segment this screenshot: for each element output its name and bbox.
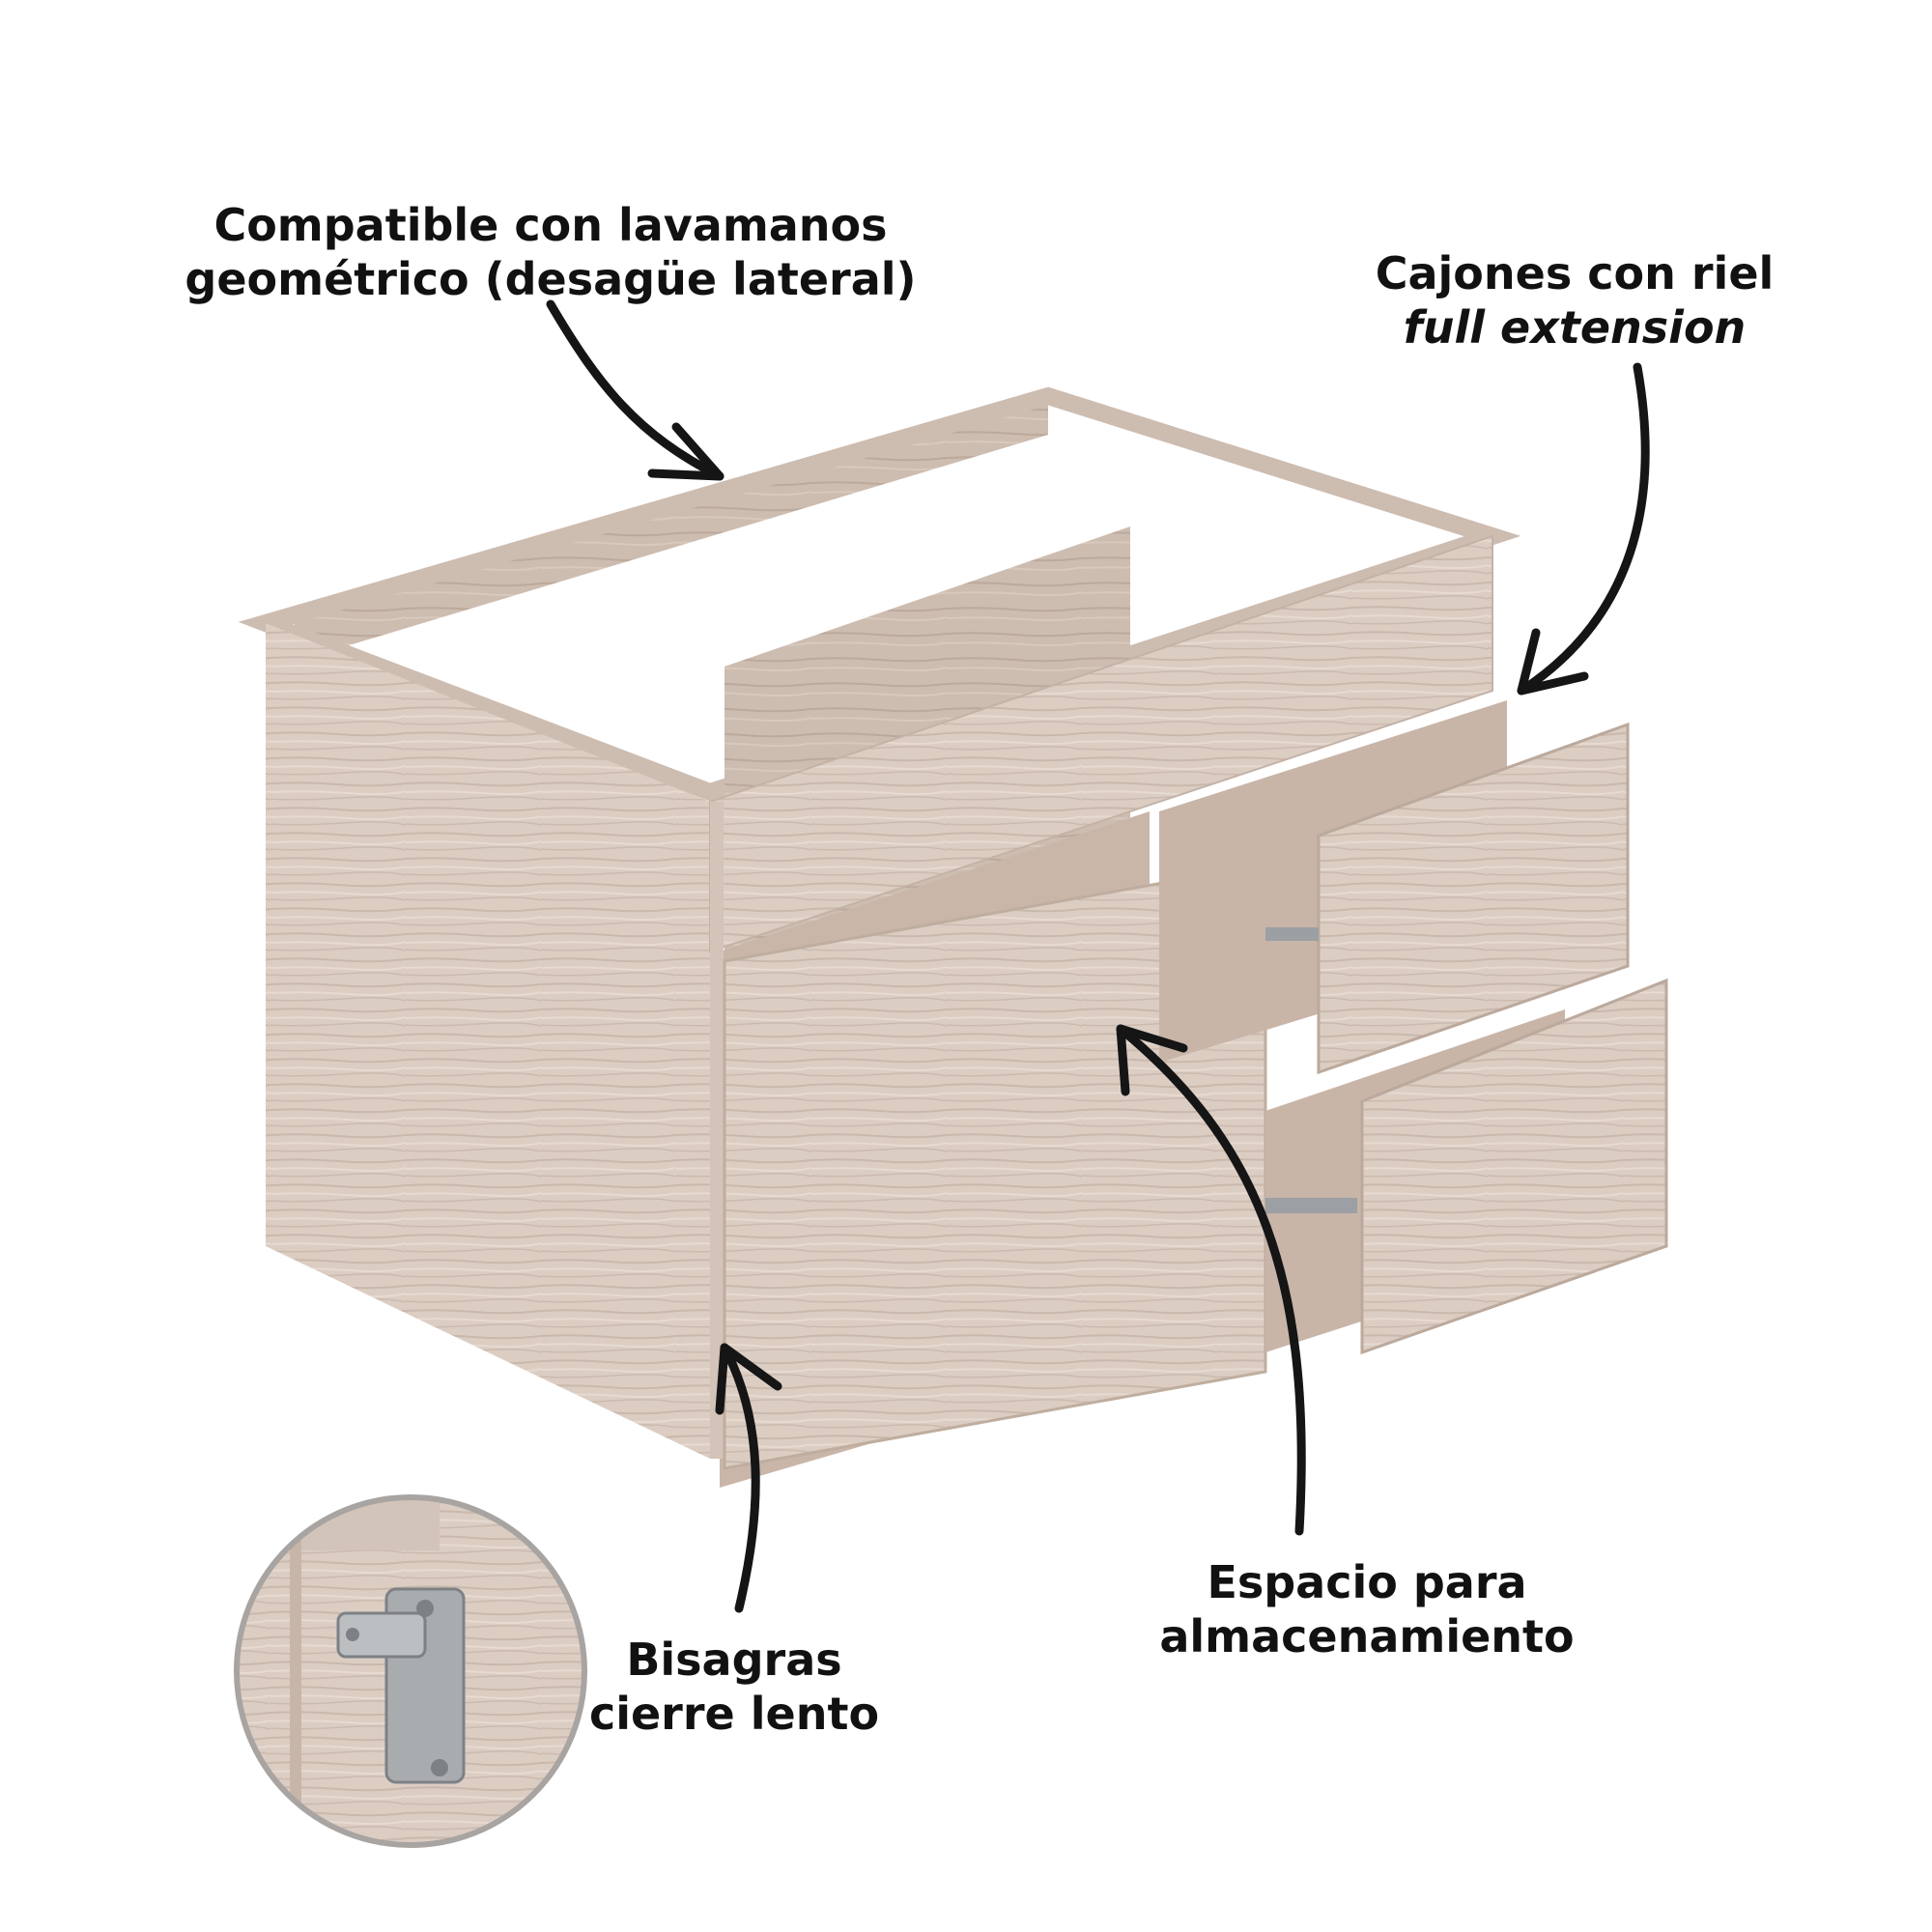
callout-line: Bisagras [626, 1634, 842, 1686]
curved-arrow-icon [715, 1343, 782, 1613]
hinge-detail-icon [234, 1494, 587, 1848]
cabinet-front-edge [710, 802, 724, 1459]
callout-line: Compatible con lavamanos [213, 199, 888, 251]
callout-line: Cajones con riel [1375, 247, 1775, 299]
callout-line-italic: full extension [1403, 301, 1747, 354]
callout-line: cierre lento [588, 1688, 880, 1740]
lower-drawer-rail [1265, 1198, 1357, 1213]
cabinet-back-rail [295, 396, 1048, 662]
upper-drawer-front [1317, 722, 1630, 1075]
callout-line: Espacio para [1207, 1556, 1527, 1608]
callout-storage-space: Espacio para almacenamiento [1077, 1555, 1657, 1663]
callout-line: almacenamiento [1159, 1610, 1575, 1662]
curved-arrow-icon [546, 299, 724, 481]
lower-drawer-front [1360, 978, 1668, 1355]
callout-sink-compatibility: Compatible con lavamanos geométrico (des… [164, 198, 937, 306]
curved-arrow-icon [1116, 1024, 1306, 1536]
lower-drawer [1265, 978, 1668, 1355]
cabinet-left-side [266, 623, 710, 1459]
callout-drawer-rails: Cajones con riel full extension [1343, 246, 1806, 355]
callout-soft-close-hinges: Bisagras cierre lento [580, 1633, 889, 1741]
upper-drawer-rail [1265, 927, 1319, 941]
cabinet-door [723, 863, 1267, 1470]
curved-arrow-icon [1517, 362, 1650, 696]
callout-line: geométrico (desagüe lateral) [185, 253, 917, 305]
upper-drawer [1159, 700, 1630, 1075]
